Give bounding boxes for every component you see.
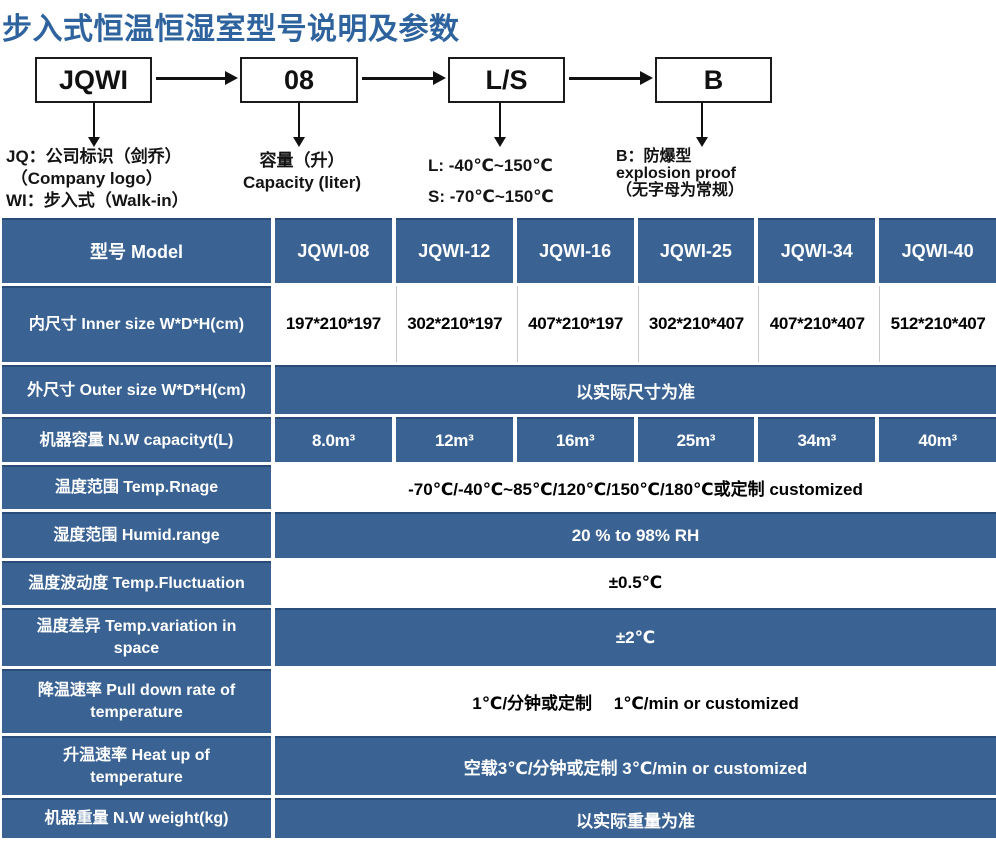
table-row-temp-variation: 温度差异 Temp.variation in space ±2℃ xyxy=(2,608,996,666)
row-label: 内尺寸 Inner size W*D*H(cm) xyxy=(2,286,271,362)
arrow-down-icon xyxy=(494,103,506,147)
code-box-company: JQWI xyxy=(35,57,152,103)
value-cell: 197*210*197 xyxy=(275,286,392,362)
table-header-row: 型号 Model JQWI-08 JQWI-12 JQWI-16 JQWI-25… xyxy=(2,218,996,283)
row-label: 机器重量 N.W weight(kg) xyxy=(2,798,271,838)
code-note-company: JQ：公司标识（剑乔） （Company logo） WI：步入式（Walk-i… xyxy=(6,147,189,210)
arrow-down-icon xyxy=(88,103,100,147)
table-row-capacity: 机器容量 N.W capacityt(L) 8.0m³ 12m³ 16m³ 25… xyxy=(2,417,996,462)
table-row-heat-up-rate: 升温速率 Heat up of temperature 空载3℃/分钟或定制 3… xyxy=(2,736,996,795)
value-cell: 407*210*197 xyxy=(516,286,634,362)
row-label: 温度差异 Temp.variation in space xyxy=(2,608,271,666)
model-header-cell: JQWI-34 xyxy=(758,218,876,283)
table-row-outer-size: 外尺寸 Outer size W*D*H(cm) 以实际尺寸为准 xyxy=(2,365,996,414)
table-row-humidity-range: 湿度范围 Humid.range 20 % to 98% RH xyxy=(2,512,996,558)
value-cell: 40m³ xyxy=(879,417,996,462)
model-header-cell: JQWI-16 xyxy=(516,218,634,283)
span-value-cell: 20 % to 98% RH xyxy=(275,512,996,558)
model-header-cell: JQWI-12 xyxy=(395,218,513,283)
row-label: 外尺寸 Outer size W*D*H(cm) xyxy=(2,365,271,414)
row-label: 升温速率 Heat up of temperature xyxy=(2,736,271,795)
span-value-cell: 空载3℃/分钟或定制 3℃/min or customized xyxy=(275,736,996,795)
table-row-temp-range: 温度范围 Temp.Rnage -70℃/-40℃~85℃/120℃/150℃/… xyxy=(2,465,996,509)
code-note-temp-type: L: -40℃~150℃ S: -70℃~150℃ xyxy=(428,156,554,206)
row-label: 温度范围 Temp.Rnage xyxy=(2,465,271,509)
span-value-cell: -70℃/-40℃~85℃/120℃/150℃/180℃或定制 customiz… xyxy=(275,465,996,509)
model-header-cell: JQWI-40 xyxy=(879,218,996,283)
arrow-down-icon xyxy=(293,103,305,147)
value-cell: 302*210*407 xyxy=(637,286,755,362)
table-row-temp-fluctuation: 温度波动度 Temp.Fluctuation ±0.5℃ xyxy=(2,561,996,605)
table-row-weight: 机器重量 N.W weight(kg) 以实际重量为准 xyxy=(2,798,996,838)
value-cell: 12m³ xyxy=(395,417,513,462)
value-cell: 34m³ xyxy=(758,417,876,462)
arrow-right-icon xyxy=(156,71,238,85)
span-value-cell: ±0.5℃ xyxy=(275,561,996,605)
code-note-explosion: B：防爆型 explosion proof （无字母为常规） xyxy=(616,148,745,199)
value-cell: 407*210*407 xyxy=(758,286,876,362)
value-cell: 16m³ xyxy=(516,417,634,462)
value-cell: 512*210*407 xyxy=(879,286,996,362)
arrow-right-icon xyxy=(362,71,446,85)
row-label: 温度波动度 Temp.Fluctuation xyxy=(2,561,271,605)
spec-table: 型号 Model JQWI-08 JQWI-12 JQWI-16 JQWI-25… xyxy=(2,218,996,841)
arrow-down-icon xyxy=(696,103,708,147)
value-cell: 25m³ xyxy=(637,417,755,462)
value-cell: 302*210*197 xyxy=(395,286,513,362)
value-cell: 8.0m³ xyxy=(275,417,392,462)
code-box-capacity: 08 xyxy=(240,57,358,103)
model-header-cell: JQWI-08 xyxy=(275,218,392,283)
span-value-cell: 以实际重量为准 xyxy=(275,798,996,838)
row-label: 机器容量 N.W capacityt(L) xyxy=(2,417,271,462)
span-value-cell: ±2℃ xyxy=(275,608,996,666)
row-label: 湿度范围 Humid.range xyxy=(2,512,271,558)
span-value-cell: 1℃/分钟或定制 1℃/min or customized xyxy=(275,669,996,733)
arrow-right-icon xyxy=(569,71,653,85)
code-note-capacity: 容量（升） Capacity (liter) xyxy=(242,151,362,192)
row-label: 降温速率 Pull down rate of temperature xyxy=(2,669,271,733)
table-row-inner-size: 内尺寸 Inner size W*D*H(cm) 197*210*197 302… xyxy=(2,286,996,362)
code-box-temp-type: L/S xyxy=(448,57,565,103)
table-row-pull-down-rate: 降温速率 Pull down rate of temperature 1℃/分钟… xyxy=(2,669,996,733)
code-box-explosion: B xyxy=(655,57,772,103)
model-header-cell: JQWI-25 xyxy=(637,218,755,283)
page-title: 步入式恒温恒湿室型号说明及参数 xyxy=(2,13,460,46)
row-label-model: 型号 Model xyxy=(2,218,271,283)
span-value-cell: 以实际尺寸为准 xyxy=(275,365,996,414)
